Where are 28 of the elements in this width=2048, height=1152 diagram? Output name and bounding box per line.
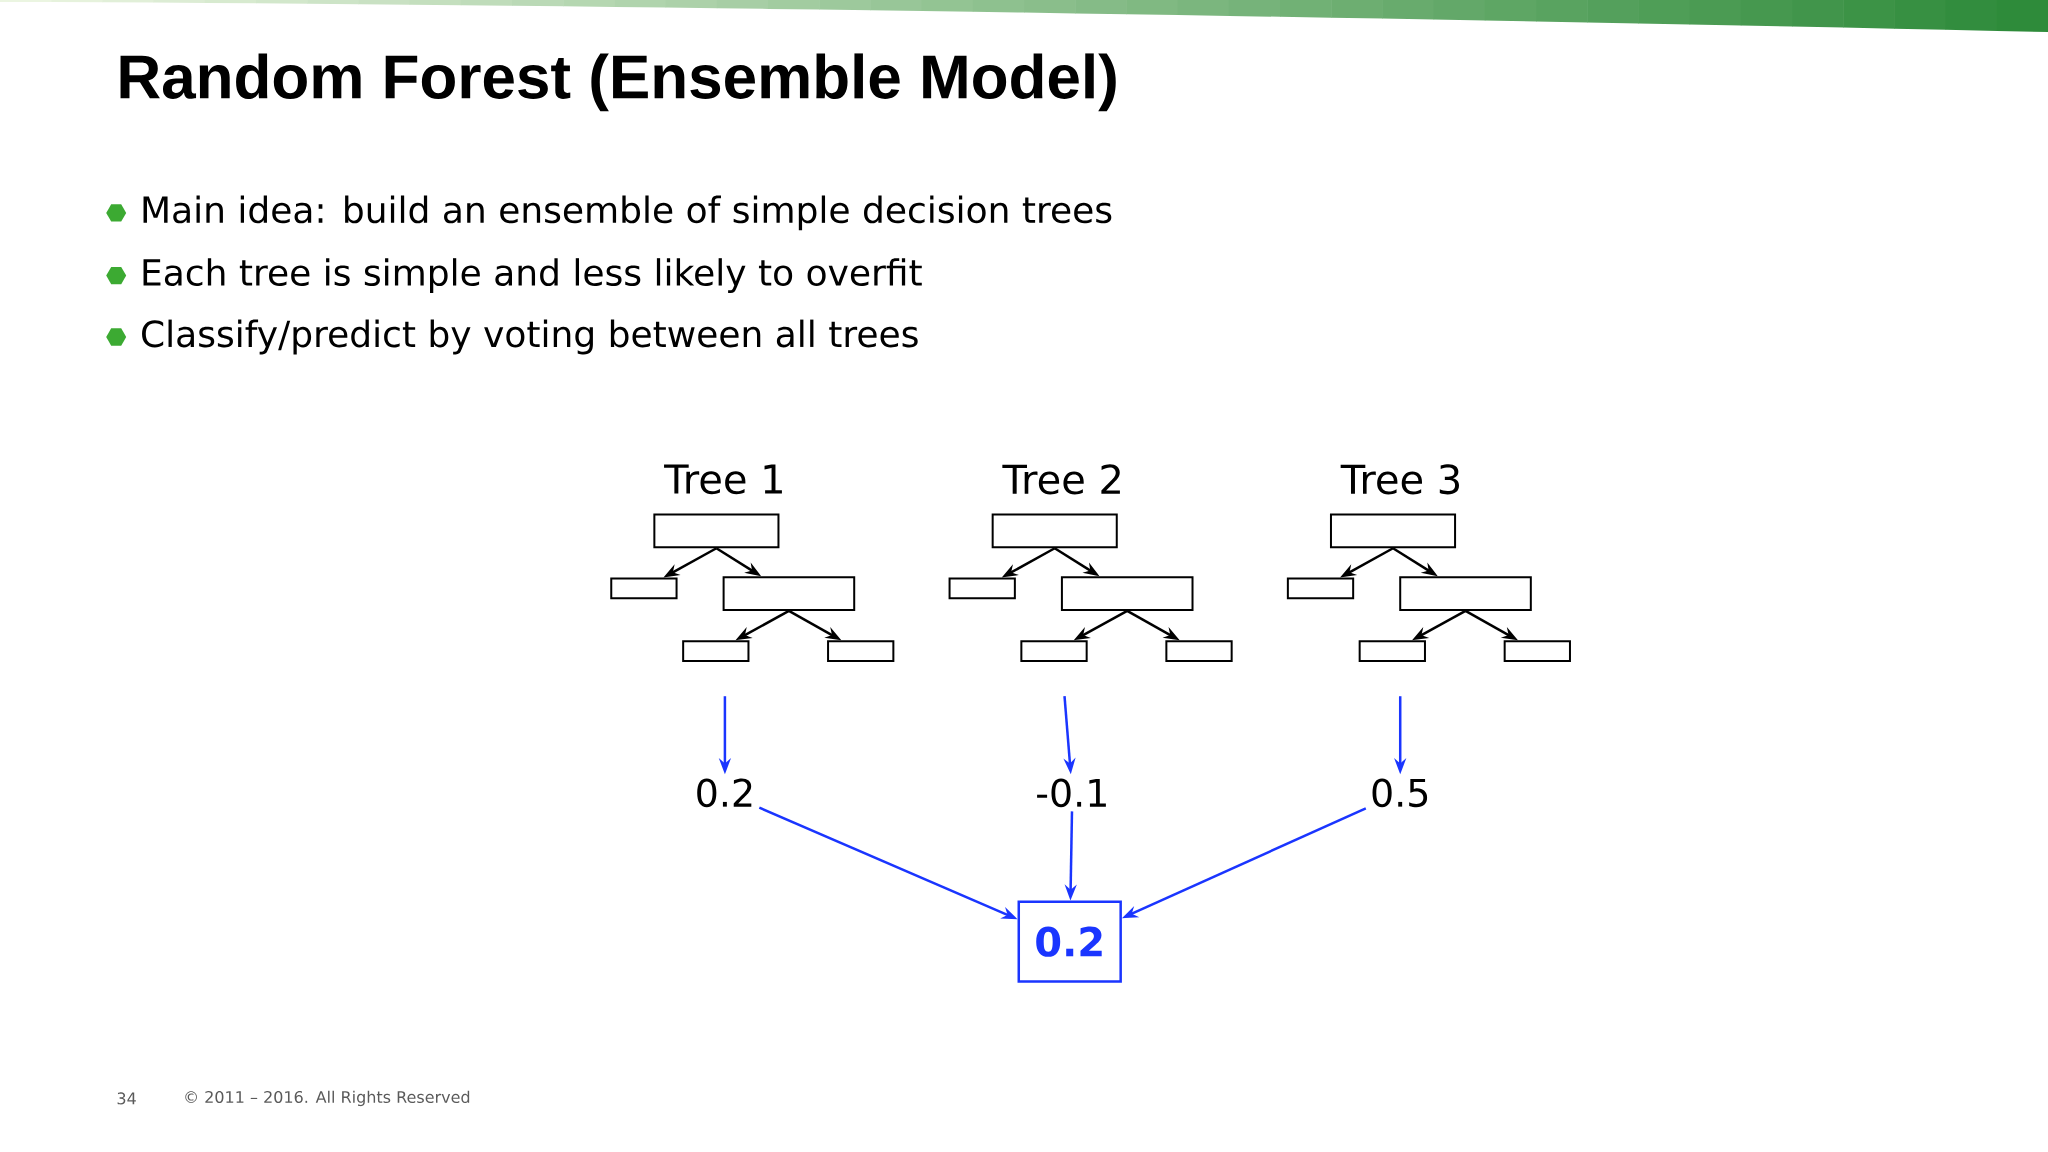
bullet-text: Classify/predict by voting between all trees [142,319,918,355]
tree-title: Tree 2 [1002,464,1120,495]
tree-box [1503,640,1571,662]
tree-output-value: -0.1 [1037,778,1106,808]
tree-box [610,577,678,600]
bullet-text: Main idea: build an ensemble of simple decision trees [143,195,1112,231]
bullet-text: Each tree is simple and less likely to overfit [143,258,922,293]
tree-box [653,513,780,549]
tree-box [682,640,750,662]
tree-box [1399,576,1532,611]
tree-title: Tree 3 [1340,464,1459,495]
result-box: 0.2 [1017,900,1122,983]
tree-box [1020,640,1088,662]
slide-title: Random Forest (Ensemble Model) [120,53,1116,112]
tree-box [1329,513,1457,549]
tree-box [991,513,1118,549]
tree-box [1286,577,1355,600]
tree-title: Tree 1 [664,464,782,495]
tree-box [722,576,856,611]
page-number: 34 [117,1092,136,1105]
tree-box [827,640,895,662]
tree-box [948,577,1016,600]
tree-box [1165,640,1233,662]
tree-output-value: 0.2 [697,778,752,808]
tree-output-value: 0.5 [1372,778,1428,808]
tree-box [1358,640,1426,662]
copyright-note: © 2011 – 2016. All Rights Reserved [185,1090,470,1107]
tree-box [1060,576,1194,611]
